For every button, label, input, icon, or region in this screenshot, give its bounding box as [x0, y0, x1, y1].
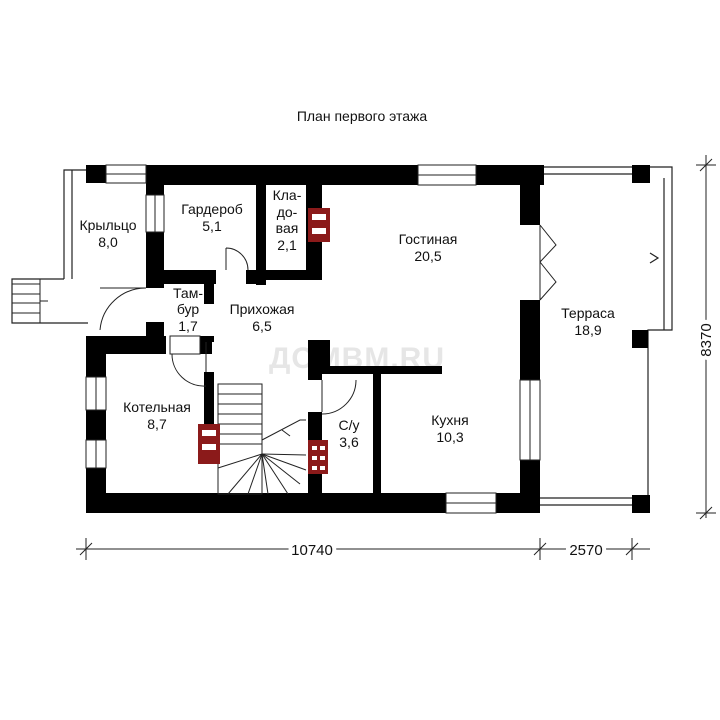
room-hall-name: Прихожая: [230, 301, 295, 317]
room-vestibule-name-2: бур: [177, 301, 200, 317]
staircase: [217, 383, 307, 495]
room-living-name: Гостиная: [399, 231, 458, 247]
dimension-house-width: 10740: [291, 542, 333, 559]
room-wardrobe-name: Гардероб: [181, 201, 243, 217]
room-kitchen-area: 10,3: [436, 429, 463, 445]
window-glass-lines: [95, 173, 531, 504]
room-pantry-name-2: до-: [277, 204, 298, 220]
porch-steps: [12, 279, 48, 323]
dimension-terrace-width: 2570: [569, 542, 602, 559]
room-pantry-name-1: Кла-: [273, 187, 302, 203]
room-wc-area: 3,6: [339, 434, 359, 450]
plan-title: План первого этажа: [297, 108, 428, 124]
room-boiler-name: Котельная: [123, 399, 191, 415]
chimneys: [198, 208, 330, 474]
room-labels: Крыльцо 8,0 Гардероб 5,1 Кла- до- вая 2,…: [79, 187, 615, 450]
room-pantry-name-3: вая: [276, 220, 299, 236]
dimension-vertical: [696, 155, 716, 520]
porch-outline: [11, 169, 88, 324]
chimney-pantry: [308, 208, 330, 242]
room-boiler-area: 8,7: [147, 416, 167, 432]
dimension-horizontal: [76, 538, 650, 560]
room-terrace-name: Терраса: [561, 305, 615, 321]
room-wc-name: С/у: [339, 417, 360, 433]
room-wardrobe-area: 5,1: [202, 218, 222, 234]
doors: [99, 224, 557, 415]
room-kitchen-name: Кухня: [431, 412, 468, 428]
walls: [86, 165, 650, 513]
dimension-depth: 8370: [698, 323, 715, 356]
room-vestibule-name-1: Там-: [173, 285, 203, 301]
room-vestibule-area: 1,7: [178, 318, 198, 334]
room-terrace-area: 18,9: [574, 322, 601, 338]
room-living-area: 20,5: [414, 248, 441, 264]
room-hall-area: 6,5: [252, 318, 272, 334]
terrace-outline: [540, 166, 673, 506]
room-pantry-area: 2,1: [277, 237, 297, 253]
room-porch-area: 8,0: [98, 234, 118, 250]
room-porch-name: Крыльцо: [79, 217, 136, 233]
